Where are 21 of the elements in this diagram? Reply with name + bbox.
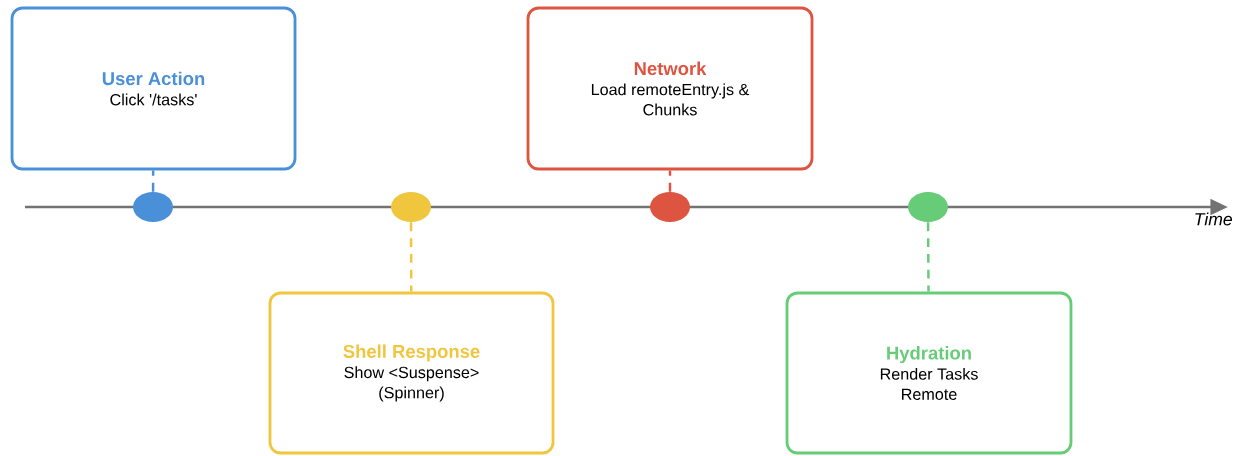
event-box xyxy=(268,291,555,455)
event-box xyxy=(785,291,1073,455)
box-text: Show <Suspense> (Spinner) xyxy=(344,366,479,402)
event-box xyxy=(10,6,297,171)
timeline-dot xyxy=(133,192,173,222)
connector-line xyxy=(151,170,155,192)
box-heading: Hydration xyxy=(887,346,971,364)
timeline-dot xyxy=(908,192,948,222)
box-heading: Shell Response xyxy=(343,344,480,362)
box-heading: Network xyxy=(634,61,707,76)
box-text: Render Tasks Remote xyxy=(880,367,978,400)
connector-line xyxy=(668,170,672,192)
connector-line xyxy=(409,222,413,292)
box-text: Load remoteEntry.js & Chunks xyxy=(591,83,750,116)
box-text: Click '/tasks' xyxy=(110,93,197,106)
timeline-dot xyxy=(391,192,431,222)
timeline-dot xyxy=(650,192,690,222)
connector-line xyxy=(926,222,930,292)
box-heading: User Action xyxy=(102,71,205,86)
event-box xyxy=(526,6,814,171)
axis-label: Time xyxy=(1195,212,1232,226)
